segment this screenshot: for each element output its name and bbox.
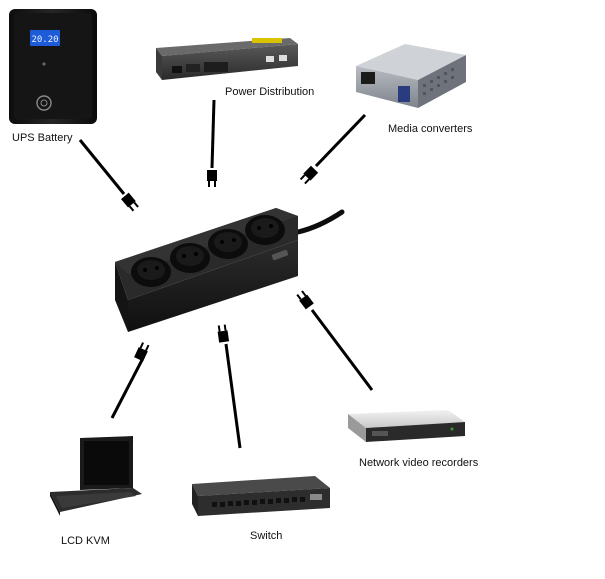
lcd-kvm-device (50, 436, 142, 516)
power-strip-device (115, 208, 345, 332)
ups-power-icon (36, 95, 52, 111)
ups-display-text: 20.20 (31, 35, 58, 45)
label-power-distribution: Power Distribution (225, 86, 315, 98)
plug-icon (296, 290, 314, 310)
brand-logo (271, 249, 289, 261)
plug-icon (217, 324, 230, 343)
cable-switch (217, 324, 242, 449)
switch-device (192, 476, 330, 516)
socket (170, 243, 210, 273)
nvr-device (348, 410, 465, 442)
ups-display (30, 30, 60, 46)
socket (208, 229, 248, 259)
cable-media (299, 113, 367, 185)
media-converter-device (356, 44, 466, 108)
plug-icon (134, 342, 150, 362)
plug-icon (121, 192, 139, 212)
plug-icon (299, 165, 319, 185)
cable-kvm (110, 342, 150, 419)
plug-icon (207, 170, 217, 187)
ups-battery-device: 20.20 (9, 9, 97, 124)
label-lcd-kvm: LCD KVM (61, 535, 110, 547)
socket (245, 215, 285, 245)
label-ups-battery: UPS Battery (12, 132, 73, 144)
cable-pdu (207, 99, 217, 187)
cable-ups (78, 139, 139, 212)
label-media-converters: Media converters (388, 123, 473, 135)
pdu-device (156, 38, 298, 80)
socket (131, 257, 171, 287)
label-network-video-recorders: Network video recorders (359, 457, 479, 469)
cable-nvr (296, 290, 374, 391)
label-switch: Switch (250, 530, 283, 542)
